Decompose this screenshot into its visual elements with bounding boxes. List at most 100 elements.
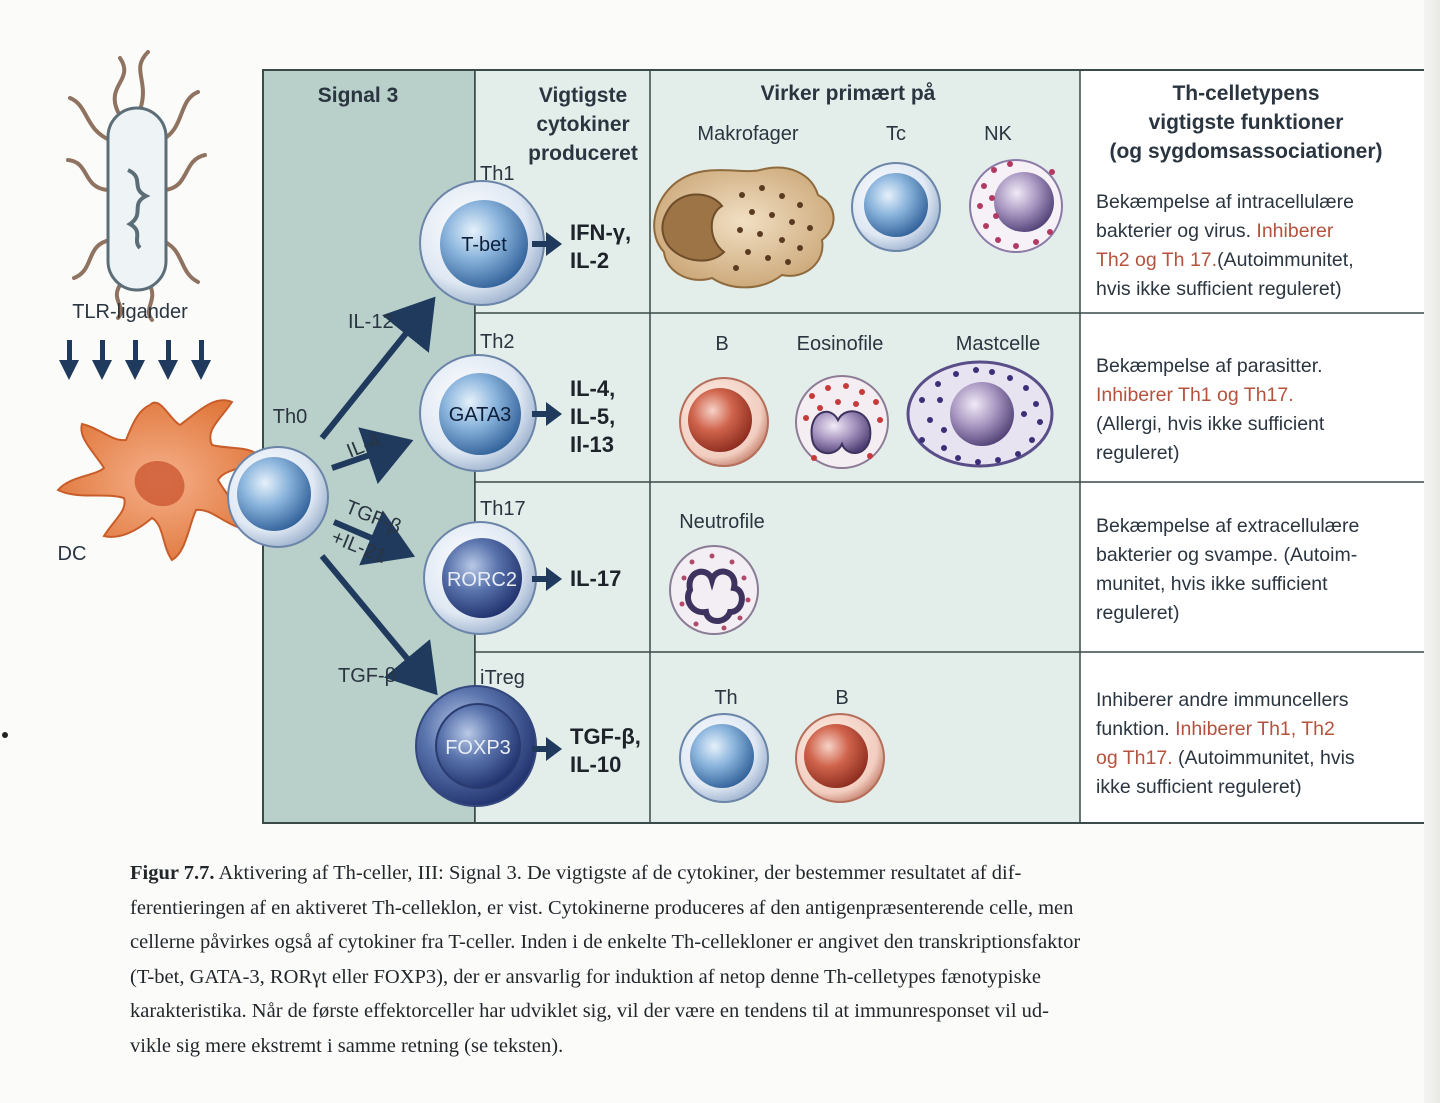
header-functions-2: vigtigste funktioner bbox=[1149, 111, 1344, 134]
svg-text:bakterier og virus. Inhiberer: bakterier og virus. Inhiberer bbox=[1096, 220, 1334, 242]
down-arrow-icon bbox=[92, 340, 112, 380]
svg-text:og Th17. (Autoimmunitet, hvis: og Th17. (Autoimmunitet, hvis bbox=[1096, 747, 1355, 769]
arrow-to-th17 bbox=[332, 510, 416, 566]
arrow-to-th1 bbox=[319, 296, 436, 440]
down-arrow-icon bbox=[158, 340, 178, 380]
th-target-cell-icon bbox=[679, 713, 769, 803]
row-label-th1: Th1 bbox=[480, 163, 514, 185]
svg-text:Bekæmpelse af extracellulære: Bekæmpelse af extracellulære bbox=[1096, 515, 1359, 537]
header-cytokines-1: Vigtigste bbox=[539, 84, 627, 107]
caption-line-6: vikle sig mere ekstremt i samme retning … bbox=[130, 1034, 564, 1057]
svg-text:bakterier og svampe. (Autoim-: bakterier og svampe. (Autoim- bbox=[1096, 544, 1357, 566]
down-arrow-icon bbox=[191, 340, 211, 380]
header-signal3: Signal 3 bbox=[318, 84, 399, 107]
svg-text:Th2 og Th 17.(Autoimmunitet,: Th2 og Th 17.(Autoimmunitet, bbox=[1096, 249, 1354, 271]
th0-cell-icon bbox=[227, 446, 329, 548]
cytokine-itreg-2: IL-10 bbox=[570, 752, 621, 777]
cytokine-arrows bbox=[532, 232, 562, 761]
svg-text:Bekæmpelse af parasitter.: Bekæmpelse af parasitter. bbox=[1096, 355, 1323, 377]
right-arrow-icon bbox=[532, 232, 562, 256]
caption-line-3: cellerne påvirkes også af cytokiner fra … bbox=[130, 931, 1081, 953]
target-label-makrofager: Makrofager bbox=[697, 123, 798, 145]
th2-cell-icon bbox=[419, 354, 537, 472]
th17-cell-icon bbox=[423, 521, 537, 635]
tc-cell-icon bbox=[851, 162, 941, 252]
svg-text:Inhiberer Th1 og Th17.: Inhiberer Th1 og Th17. bbox=[1096, 384, 1294, 406]
right-arrow-icon bbox=[532, 402, 562, 426]
b-cell-icon bbox=[679, 377, 769, 467]
tf-rorc2: RORC2 bbox=[447, 569, 517, 591]
svg-text:Bekæmpelse af intracellulære: Bekæmpelse af intracellulære bbox=[1096, 191, 1354, 213]
row-label-itreg: iTreg bbox=[480, 667, 525, 689]
page-edge bbox=[1424, 0, 1440, 1103]
header-cytokines-2: cytokiner bbox=[536, 113, 629, 136]
figure-caption: Figur 7.7. Aktivering af Th-celler, III:… bbox=[130, 856, 1310, 1063]
caption-line-2: ferentieringen af en aktiveret Th-cellek… bbox=[130, 896, 1074, 919]
th1-cell-icon bbox=[419, 180, 545, 306]
arrow-to-th2 bbox=[331, 427, 414, 485]
header-cytokines-3: produceret bbox=[528, 142, 638, 165]
header-targets: Virker primært på bbox=[761, 82, 936, 105]
row-label-th17: Th17 bbox=[480, 498, 526, 520]
tlr-ligands-label: TLR-ligander bbox=[72, 301, 188, 323]
tlr-arrows bbox=[59, 340, 211, 380]
neutrophil-icon bbox=[669, 545, 759, 635]
cytokine-th1-1: IFN-γ, bbox=[570, 220, 631, 245]
th-cell-diagram: Signal 3 Vigtigste cytokiner produceret … bbox=[56, 50, 1424, 824]
target-label-mastcelle: Mastcelle bbox=[956, 333, 1040, 355]
tf-foxp3: FOXP3 bbox=[445, 737, 511, 759]
target-label-b: B bbox=[715, 333, 728, 355]
down-arrow-icon bbox=[59, 340, 79, 380]
svg-text:reguleret): reguleret) bbox=[1096, 442, 1179, 464]
dendritic-cell-icon bbox=[56, 399, 264, 562]
cytokine-th1-2: IL-2 bbox=[570, 248, 609, 273]
arrow-label-tgfb-treg: TGF-β bbox=[338, 665, 396, 687]
functions-th17: Bekæmpelse af extracellulære bakterier o… bbox=[1096, 515, 1359, 624]
svg-text:ikke sufficient reguleret): ikke sufficient reguleret) bbox=[1096, 776, 1302, 798]
target-label-tc: Tc bbox=[886, 123, 906, 145]
macrophage-icon bbox=[653, 166, 835, 289]
target-label-neutrofile: Neutrofile bbox=[679, 511, 765, 533]
bacterium-icon bbox=[66, 50, 207, 322]
tf-tbet: T-bet bbox=[461, 234, 507, 256]
svg-text:munitet, hvis ikke sufficient: munitet, hvis ikke sufficient bbox=[1096, 573, 1328, 595]
mast-cell-icon bbox=[906, 360, 1054, 468]
functions-itreg: Inhiberer andre immuncellers funktion. I… bbox=[1096, 689, 1355, 798]
arrow-label-il12: IL-12 bbox=[348, 311, 394, 333]
row-label-th2: Th2 bbox=[480, 331, 514, 353]
th0-label: Th0 bbox=[273, 406, 307, 428]
differentiation-arrows bbox=[319, 296, 438, 696]
target-label-eosinofile: Eosinofile bbox=[797, 333, 884, 355]
header-functions-3: (og sygdomsassociationer) bbox=[1109, 140, 1382, 163]
right-arrow-icon bbox=[532, 737, 562, 761]
right-arrow-icon bbox=[532, 567, 562, 591]
svg-text:Inhiberer andre immuncellers: Inhiberer andre immuncellers bbox=[1096, 689, 1349, 711]
functions-column bbox=[1080, 70, 1424, 823]
nk-cell-icon bbox=[969, 159, 1063, 253]
functions-th1: Bekæmpelse af intracellulære bakterier o… bbox=[1096, 191, 1354, 300]
target-label-b-treg: B bbox=[835, 687, 848, 709]
cytokine-th17-1: IL-17 bbox=[570, 566, 621, 591]
stray-mark bbox=[2, 732, 8, 738]
cytokine-th2-1: IL-4, bbox=[570, 376, 615, 401]
caption-line-4: (T-bet, GATA-3, RORγt eller FOXP3), der … bbox=[130, 965, 1041, 988]
tf-gata3: GATA3 bbox=[449, 404, 512, 426]
target-label-th: Th bbox=[714, 687, 737, 709]
svg-text:funktion. Inhiberer Th1, Th2: funktion. Inhiberer Th1, Th2 bbox=[1096, 718, 1335, 740]
eosinophil-icon bbox=[795, 375, 889, 469]
cytokine-itreg-1: TGF-β, bbox=[570, 724, 641, 749]
svg-text:(Allergi, hvis ikke sufficient: (Allergi, hvis ikke sufficient bbox=[1096, 413, 1325, 435]
cytokine-th2-2: IL-5, bbox=[570, 404, 615, 429]
cytokine-th2-3: Il-13 bbox=[570, 432, 614, 457]
header-functions-1: Th-celletypens bbox=[1172, 82, 1319, 105]
dc-label: DC bbox=[58, 543, 87, 565]
caption-line-5: karakteristika. Når de første effektorce… bbox=[130, 1000, 1049, 1022]
svg-text:reguleret): reguleret) bbox=[1096, 602, 1179, 624]
down-arrow-icon bbox=[125, 340, 145, 380]
caption-figure-number: Figur 7.7. bbox=[130, 862, 215, 884]
b-target-cell-icon bbox=[795, 713, 885, 803]
caption-line-1: Figur 7.7. Aktivering af Th-celler, III:… bbox=[130, 862, 1022, 884]
arrow-to-itreg bbox=[319, 554, 438, 696]
functions-th2: Bekæmpelse af parasitter. Inhiberer Th1 … bbox=[1096, 355, 1325, 464]
